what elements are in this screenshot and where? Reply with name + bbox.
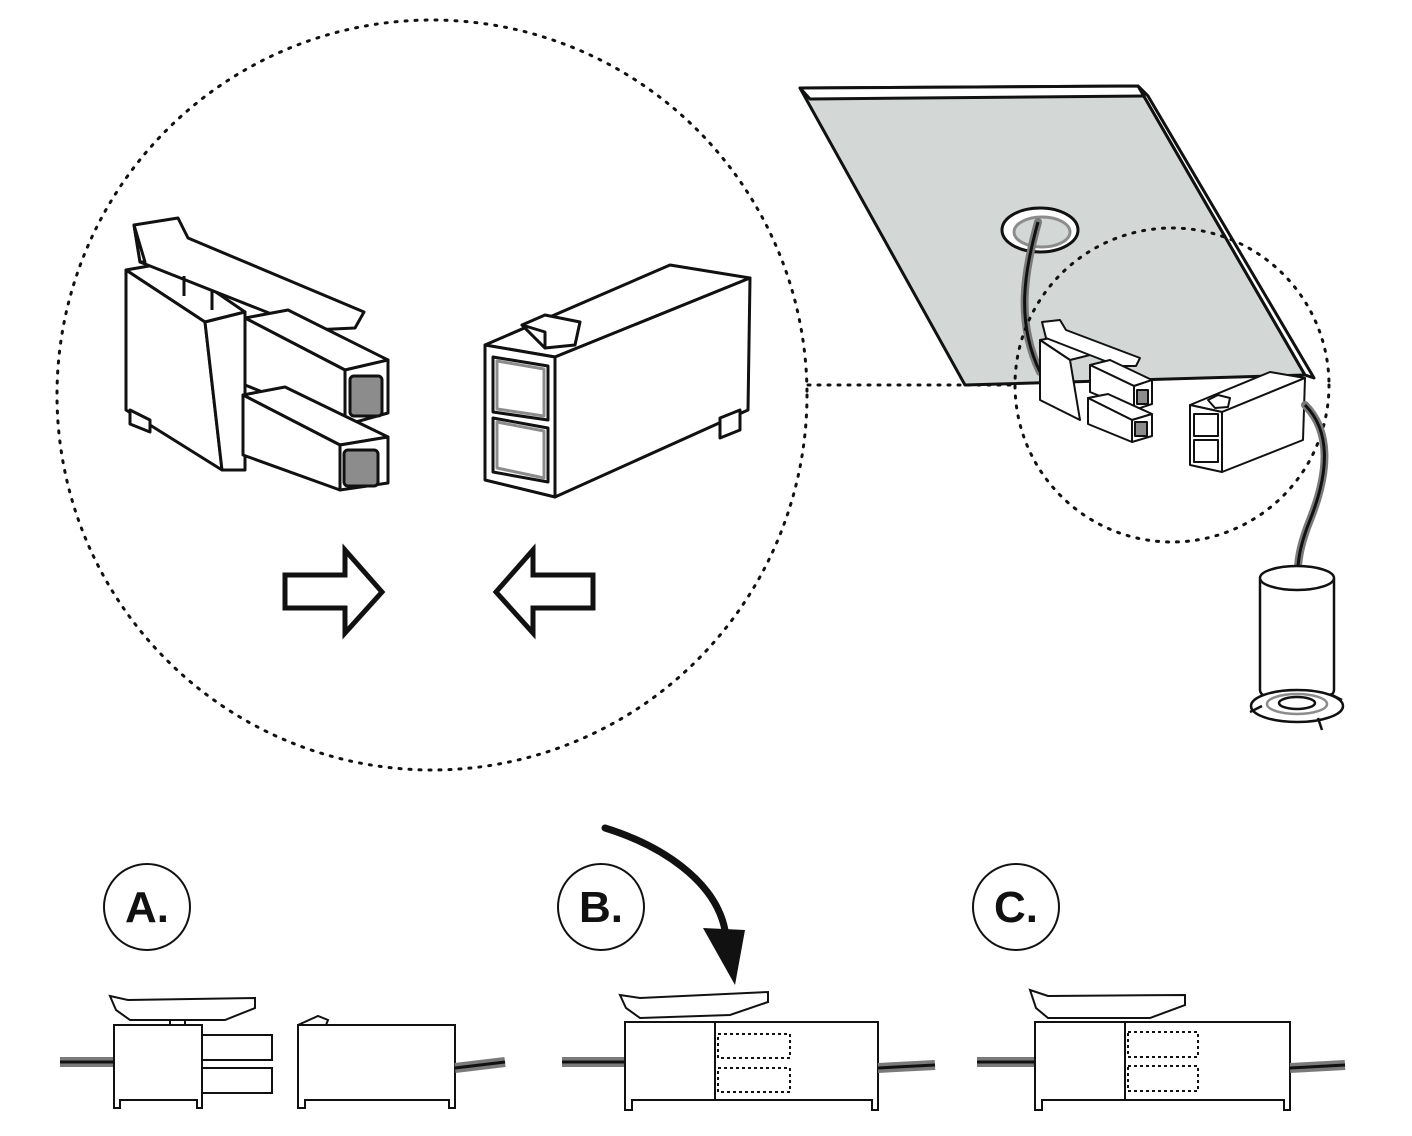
curved-arrow-icon: [601, 824, 745, 985]
step-c-label: C.: [994, 883, 1038, 932]
small-female-connector-icon: [1189, 371, 1306, 473]
step-c-connectors: [977, 988, 1346, 1111]
step-b-connectors: [562, 990, 936, 1111]
step-a-badge: [103, 863, 191, 951]
step-b-badge: [557, 863, 645, 951]
step-c: C.: [972, 863, 1060, 951]
male-connector-icon: [124, 216, 390, 492]
step-c-badge: [972, 863, 1060, 951]
push-left-arrow-icon: [492, 543, 596, 640]
downlight-icon: [1249, 564, 1345, 731]
step-a: A.: [103, 863, 191, 951]
step-b: B.: [557, 863, 645, 951]
push-right-arrow-icon: [282, 543, 386, 640]
zoom-circle: [55, 18, 809, 772]
ceiling-panel-icon: [798, 84, 1316, 387]
small-male-connector-icon: [1039, 319, 1153, 443]
female-connector-icon: [483, 263, 752, 499]
step-b-label: B.: [579, 883, 623, 932]
step-a-label: A.: [125, 883, 169, 932]
detail-circle: [1013, 226, 1331, 544]
step-a-connectors: [60, 994, 506, 1109]
